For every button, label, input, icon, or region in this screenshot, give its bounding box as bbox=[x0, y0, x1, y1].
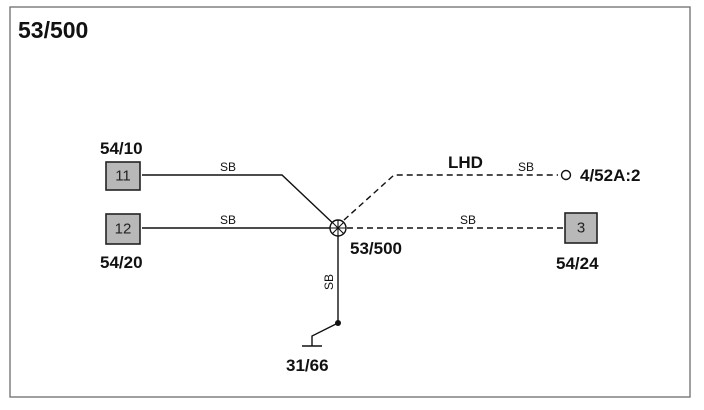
connector-54-10: 11 bbox=[105, 161, 141, 191]
terminal-label: 4/52A:2 bbox=[580, 166, 640, 185]
wire-color-label: SB bbox=[220, 160, 236, 174]
wire-color-label: SB bbox=[518, 160, 534, 174]
diagram-frame bbox=[9, 6, 691, 398]
connector-54-10-pin: 11 bbox=[115, 168, 131, 185]
wire-color-label: SB bbox=[322, 274, 336, 290]
wire-color-label: SB bbox=[220, 213, 236, 227]
connector-54-24: 3 bbox=[564, 212, 598, 244]
wire-color-label: SB bbox=[460, 213, 476, 227]
connector-54-20-label: 54/20 bbox=[100, 253, 143, 272]
ground-label: 31/66 bbox=[286, 356, 329, 375]
connector-54-20: 12 bbox=[105, 213, 141, 245]
connector-54-10-label: 54/10 bbox=[100, 139, 143, 158]
wire-54-10-to-splice bbox=[142, 174, 339, 229]
wire-splice-to-4-52a-lhd bbox=[343, 174, 558, 221]
connector-54-24-label: 54/24 bbox=[556, 254, 599, 273]
connector-54-20-pin: 12 bbox=[115, 221, 132, 238]
diagram-title: 53/500 bbox=[18, 17, 88, 43]
lhd-option-label: LHD bbox=[448, 153, 483, 172]
terminal-icon bbox=[560, 169, 572, 181]
connector-54-24-pin: 3 bbox=[577, 220, 585, 237]
splice-icon bbox=[329, 219, 347, 237]
splice-label: 53/500 bbox=[350, 239, 402, 258]
ground-link bbox=[311, 322, 339, 346]
